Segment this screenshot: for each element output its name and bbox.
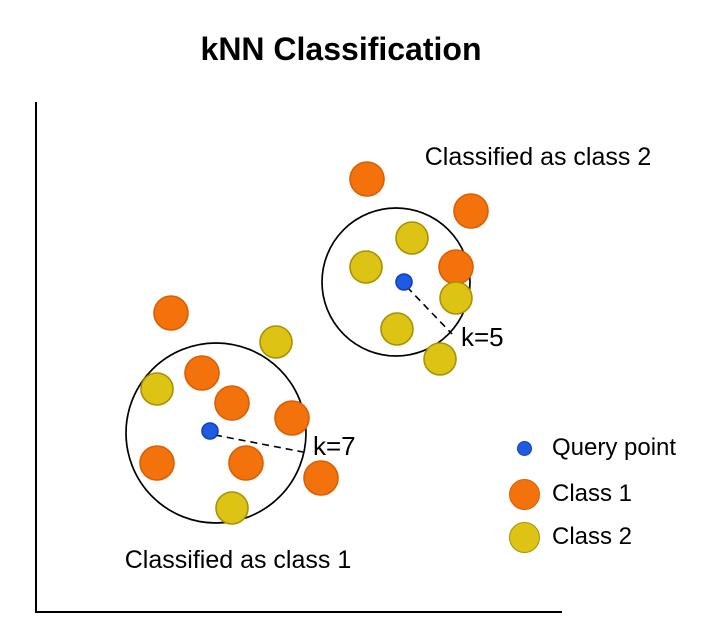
class-1-point [274, 400, 310, 436]
legend-item-class-2: Class 2 [508, 521, 632, 553]
class-1-point [228, 445, 264, 481]
class-1-point [438, 249, 474, 285]
class-1-point [184, 355, 220, 391]
query-point-point [395, 273, 413, 291]
class-1-point [153, 295, 189, 331]
legend-label-class-1: Class 1 [552, 480, 633, 507]
legend-label-class-2: Class 2 [552, 523, 633, 550]
legend-label-query-point: Query point [552, 434, 677, 461]
legend-item-class-1: Class 1 [508, 478, 632, 510]
class-1-point [349, 161, 385, 197]
class-2-dot-icon [508, 521, 540, 553]
k-radius-dashed-line [214, 434, 304, 453]
axes [35, 102, 562, 613]
class-1-point [214, 385, 250, 421]
class-1-point [303, 460, 339, 496]
k-radius-dashed-line [406, 286, 453, 335]
query-point-point [201, 422, 219, 440]
class-2-point [439, 281, 473, 315]
query-point-swatch-icon [508, 440, 540, 456]
figure-title: kNN Classification [200, 31, 482, 67]
legend-item-query-point: Query point [508, 432, 676, 464]
class-2-point [349, 250, 383, 284]
class-1-dot-icon [508, 478, 540, 510]
class-2-point [395, 221, 429, 255]
classification-annotation: Classified as class 2 [425, 143, 651, 171]
neighborhood-circle [125, 342, 307, 524]
neighborhood-circle [321, 207, 471, 357]
class-1-point [453, 193, 489, 229]
class-1-point [139, 445, 175, 481]
class-2-point [140, 372, 174, 406]
query-point-dot-icon [516, 440, 532, 456]
class-1-swatch-icon [508, 478, 540, 510]
class-2-point [215, 491, 249, 525]
classification-annotation: Classified as class 1 [125, 546, 351, 574]
k-value-label: k=5 [461, 322, 504, 352]
k-value-label: k=7 [313, 431, 356, 461]
class-2-point [259, 325, 293, 359]
class-2-swatch-icon [508, 521, 540, 553]
class-2-point [423, 342, 457, 376]
class-2-point [380, 312, 414, 346]
